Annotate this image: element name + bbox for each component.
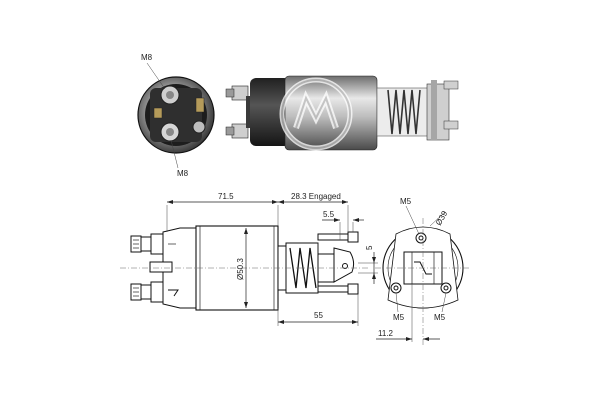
dim-body-diameter: Ø50.3 (236, 258, 245, 280)
drawing-end-view (375, 218, 470, 345)
front-top-thread-label: M8 (141, 53, 153, 62)
watermark-logo (279, 77, 353, 151)
side-cap (250, 78, 290, 146)
dim-end-offset: 11.2 (378, 329, 394, 338)
end-top-thread-label: M5 (400, 197, 412, 206)
end-left-thread-label: M5 (393, 313, 405, 322)
dim-small-gap: 5 (365, 245, 374, 250)
side-spring (387, 89, 421, 135)
dim-plunger-offset: 5.5 (323, 210, 335, 219)
side-drawing-spring (289, 247, 317, 289)
front-bottom-thread-label: M8 (177, 169, 189, 178)
top-terminal-stud (130, 233, 164, 255)
dim-bottom-length: 55 (314, 311, 323, 320)
drawing-side-view (120, 225, 370, 311)
photo-front-view (137, 76, 215, 154)
dim-engaged: 28.3 Engaged (291, 192, 341, 201)
side-dimensions: 71.5 28.3 Engaged 5.5 Ø50.3 5 55 (166, 192, 378, 326)
end-right-thread-label: M5 (434, 313, 446, 322)
bottom-terminal-stud (130, 281, 164, 303)
front-thread-callouts: M8 M8 (141, 53, 189, 178)
dim-body-length: 71.5 (218, 192, 234, 201)
end-diameter-label: Ø39 (434, 209, 450, 227)
